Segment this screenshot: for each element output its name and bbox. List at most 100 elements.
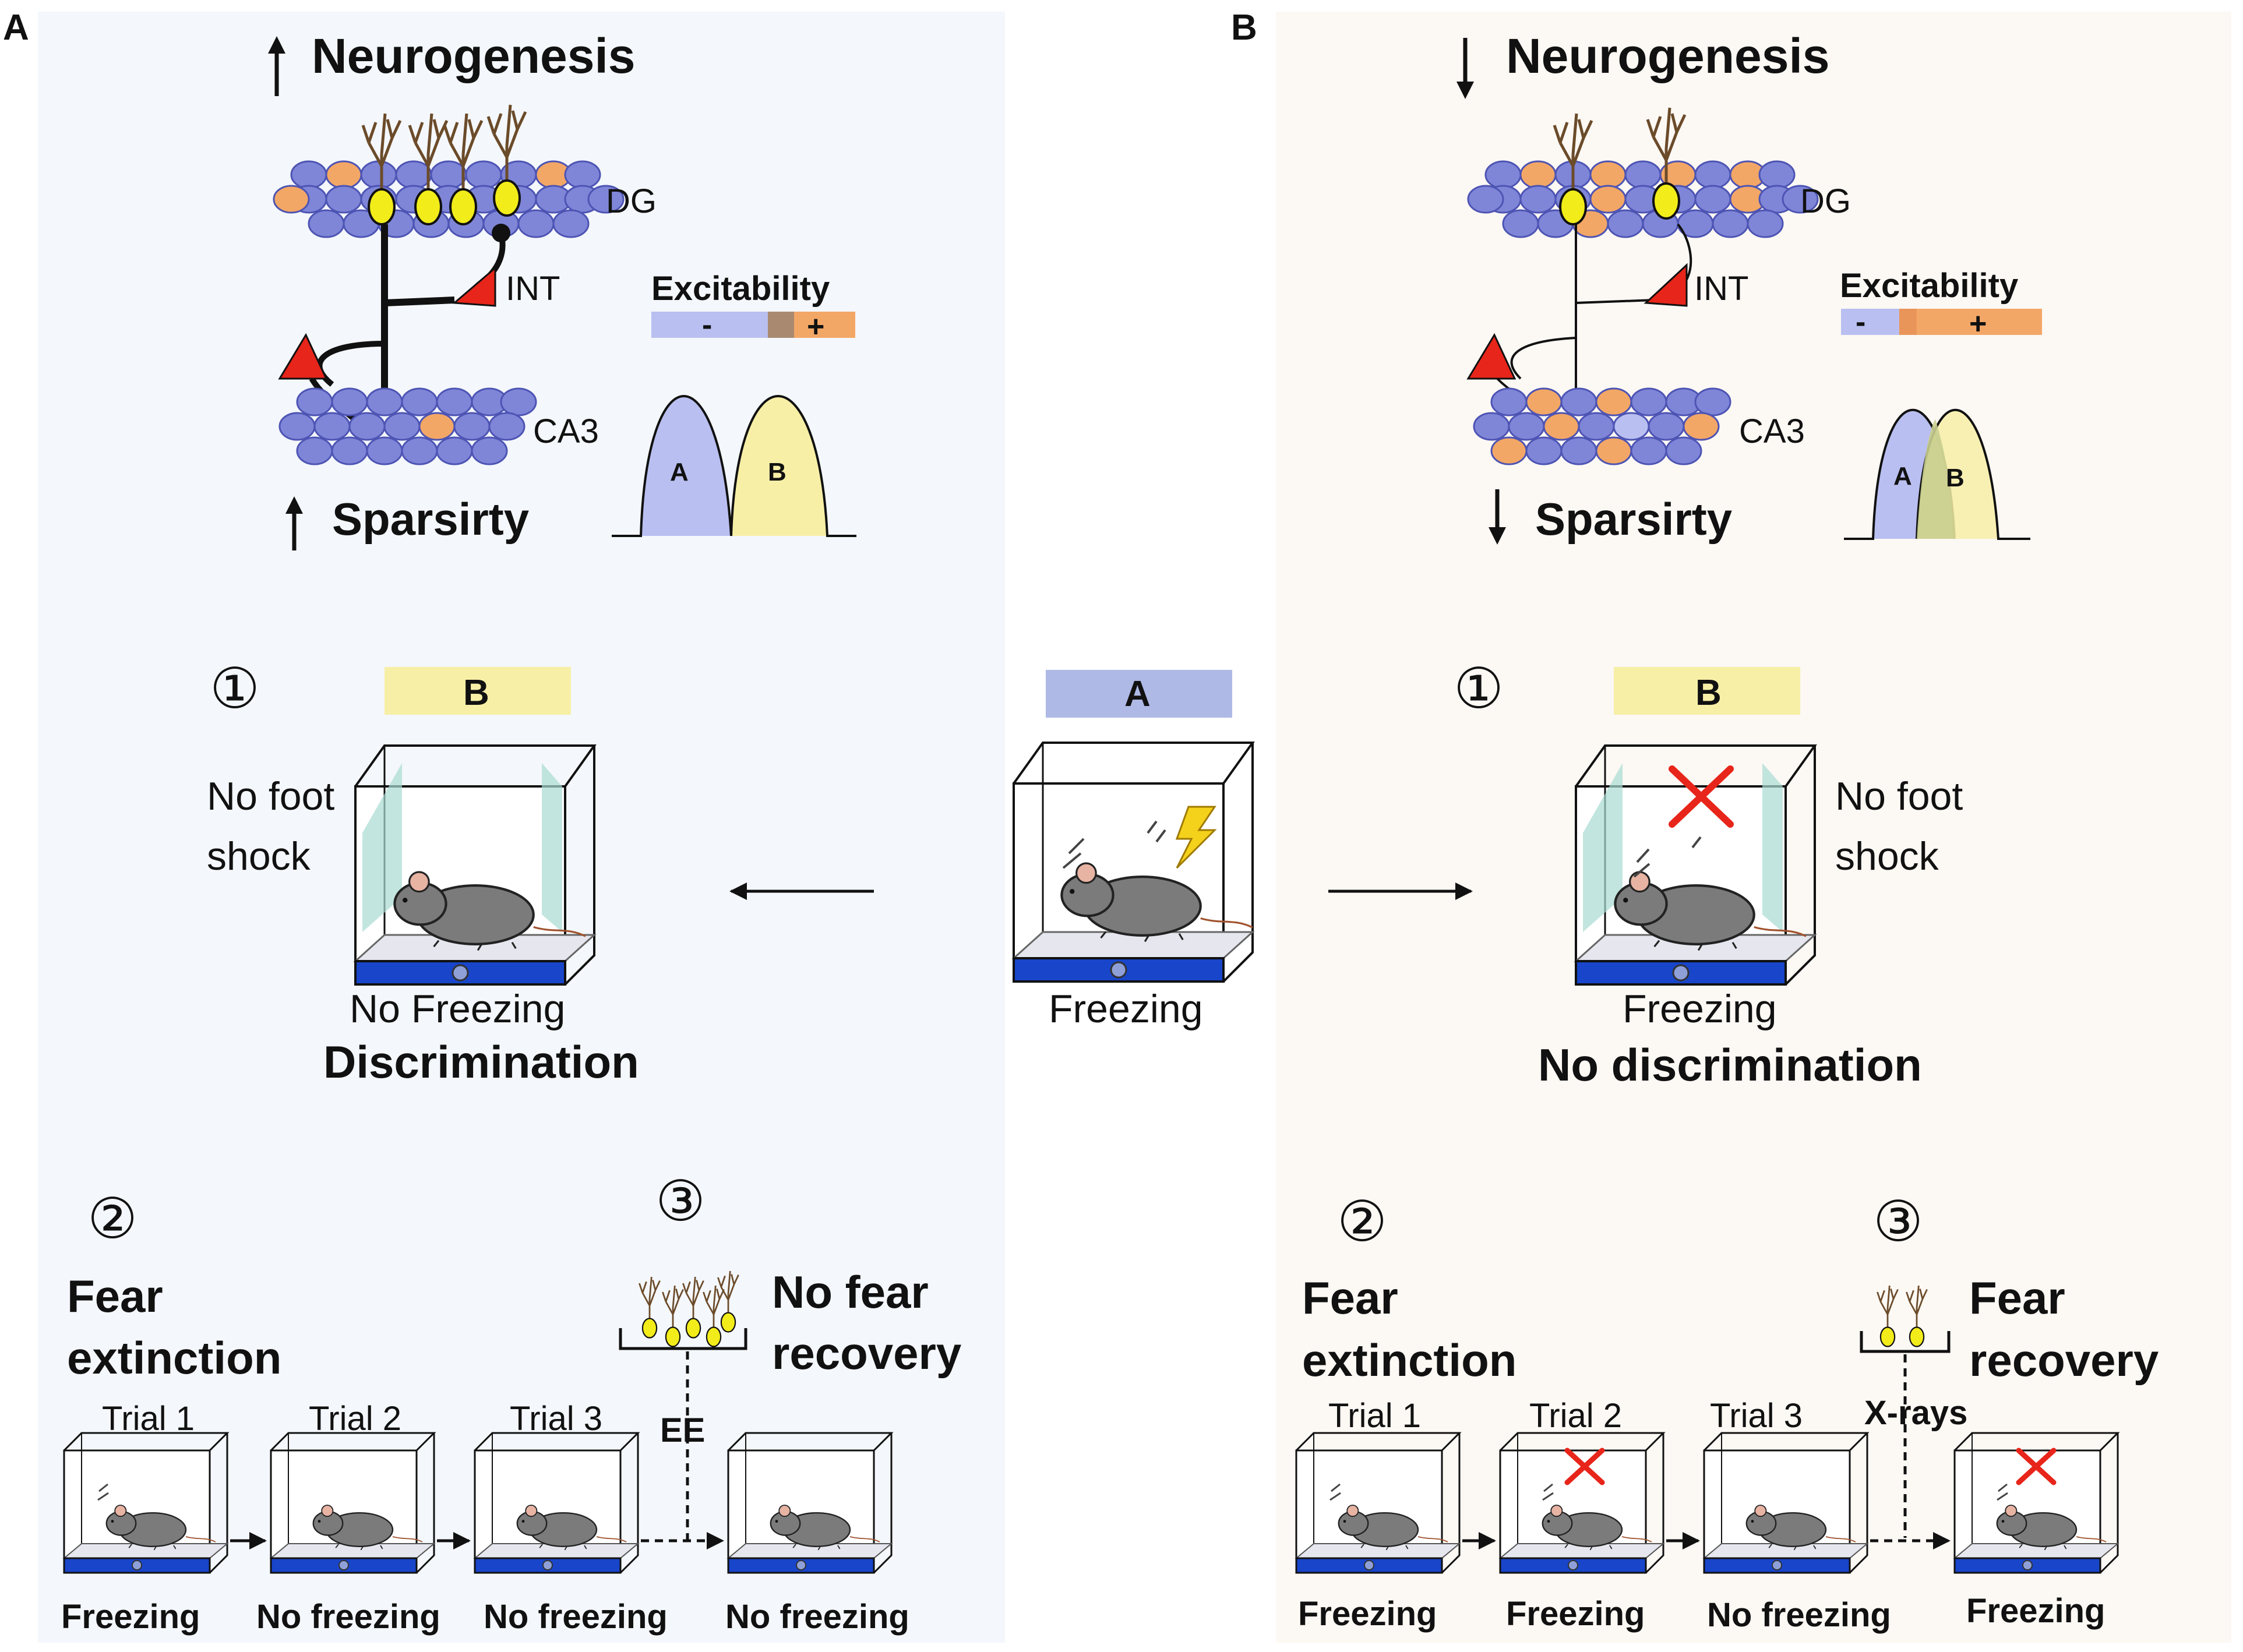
context-a-label: A [1124, 674, 1151, 714]
excitability-plus: + [1969, 307, 1987, 341]
treatment-label: EE [660, 1411, 705, 1449]
result-label: Freezing [1623, 987, 1777, 1031]
ca3-label: CA3 [533, 412, 599, 450]
no-foot-label: No foot [207, 774, 334, 818]
context-a-box [1046, 670, 1232, 718]
trial-cage [1295, 1432, 1461, 1574]
up-arrow-icon [285, 496, 303, 550]
dentate-gyrus-layer [273, 160, 625, 238]
sparsity-label: Sparsirty [332, 493, 529, 545]
panel-b-letter: B [1231, 8, 1257, 48]
recovery-line-1: Fear [1969, 1272, 2065, 1323]
dg-label: DG [1800, 182, 1851, 220]
trial-cage [270, 1432, 435, 1574]
neurogenesis-label: Neurogenesis [312, 29, 636, 83]
step-3-marker: ③ [1873, 1191, 1923, 1253]
context-b-box [1614, 667, 1800, 715]
bottom-label: No freezing [256, 1598, 440, 1636]
down-arrow-icon [1456, 38, 1474, 99]
new-neurons-tray [619, 1270, 747, 1350]
panel-a: A Neurogenesis DG INT [3, 8, 961, 1636]
ca3-label: CA3 [1739, 412, 1805, 450]
curve-b-label: B [1946, 464, 1965, 492]
trial-cage [1953, 1432, 2119, 1574]
trial-cage [727, 1432, 893, 1574]
interneuron-ca3 [1466, 333, 1517, 380]
step-3-marker: ③ [655, 1170, 706, 1233]
context-b-cage [354, 744, 595, 986]
center-result-label: Freezing [1049, 987, 1203, 1031]
trial-3-label: Trial 3 [1710, 1397, 1803, 1435]
representation-curves [612, 395, 856, 537]
treatment-label: X-rays [1864, 1394, 1967, 1432]
fear-label: Fear [1302, 1272, 1398, 1323]
excitability-bar [651, 312, 855, 338]
bottom-label: No freezing [1707, 1596, 1891, 1634]
bottom-label: Freezing [1506, 1595, 1645, 1633]
int-label: INT [506, 270, 560, 308]
trial-cage [474, 1432, 639, 1574]
trial-2-label: Trial 2 [1529, 1397, 1622, 1435]
trial-1-label: Trial 1 [1328, 1397, 1421, 1435]
curve-a-label: A [1893, 462, 1912, 490]
representation-curves [1844, 409, 2030, 540]
bottom-label: No freezing [725, 1598, 909, 1636]
outcome-label: No discrimination [1538, 1039, 1922, 1090]
bottom-label: Freezing [61, 1598, 200, 1636]
context-b-cage [1575, 744, 1816, 986]
ca3-layer [1473, 387, 1731, 465]
context-a-cage [1013, 742, 1253, 983]
step-2-marker: ② [1337, 1191, 1387, 1253]
excitability-minus: - [1856, 305, 1865, 339]
neurogenesis-label: Neurogenesis [1506, 29, 1830, 83]
excitability-label: Excitability [1840, 267, 2018, 305]
step-1-marker: ① [210, 658, 260, 720]
panel-a-letter: A [3, 8, 29, 48]
bottom-label: Freezing [1966, 1592, 2106, 1630]
sparsity-label: Sparsirty [1535, 493, 1732, 545]
context-b-label: B [1695, 673, 1722, 713]
dentate-gyrus-layer [1467, 160, 1819, 238]
excitability-label: Excitability [651, 270, 830, 308]
extinction-label: extinction [1302, 1335, 1517, 1386]
center-panel: A Freezing [729, 670, 1473, 1031]
result-label: No Freezing [350, 987, 565, 1031]
curve-b-label: B [768, 458, 787, 486]
panel-b: B Neurogenesis DG INT [1231, 8, 2159, 1634]
ca3-layer [278, 387, 537, 465]
trial-cage [1703, 1432, 1868, 1574]
new-neurons-tray [1860, 1284, 1951, 1353]
dg-label: DG [606, 182, 657, 220]
step-1-marker: ① [1454, 658, 1504, 720]
curve-a-label: A [670, 458, 689, 486]
down-arrow-icon [1489, 489, 1506, 545]
interneuron-ca3 [278, 333, 328, 380]
bottom-label: Freezing [1298, 1595, 1437, 1633]
interneuron-int [452, 266, 496, 307]
cross-icon [1669, 765, 1734, 828]
cross-icon [2016, 1448, 2057, 1485]
trial-3-label: Trial 3 [510, 1400, 602, 1438]
interneuron-int [1644, 263, 1688, 307]
trial-cage [63, 1432, 228, 1574]
step-2-marker: ② [87, 1188, 137, 1250]
shock-label: shock [1835, 834, 1939, 878]
bottom-label: No freezing [484, 1598, 668, 1636]
excitability-minus: - [702, 308, 712, 342]
lightning-icon [1175, 806, 1217, 869]
up-arrow-icon [268, 36, 285, 96]
fear-label: Fear [67, 1270, 163, 1322]
context-b-label: B [463, 673, 489, 713]
excitability-bar [1841, 309, 2042, 335]
outcome-label: Discrimination [323, 1036, 639, 1088]
trial-2-label: Trial 2 [309, 1400, 401, 1438]
int-label: INT [1694, 270, 1748, 308]
recovery-line-1: No fear [772, 1266, 929, 1318]
cross-icon [1564, 1448, 1605, 1485]
recovery-line-2: recovery [1969, 1335, 2159, 1386]
trial-1-label: Trial 1 [102, 1400, 195, 1438]
excitability-plus: + [807, 310, 824, 344]
no-foot-label: No foot [1835, 774, 1963, 818]
